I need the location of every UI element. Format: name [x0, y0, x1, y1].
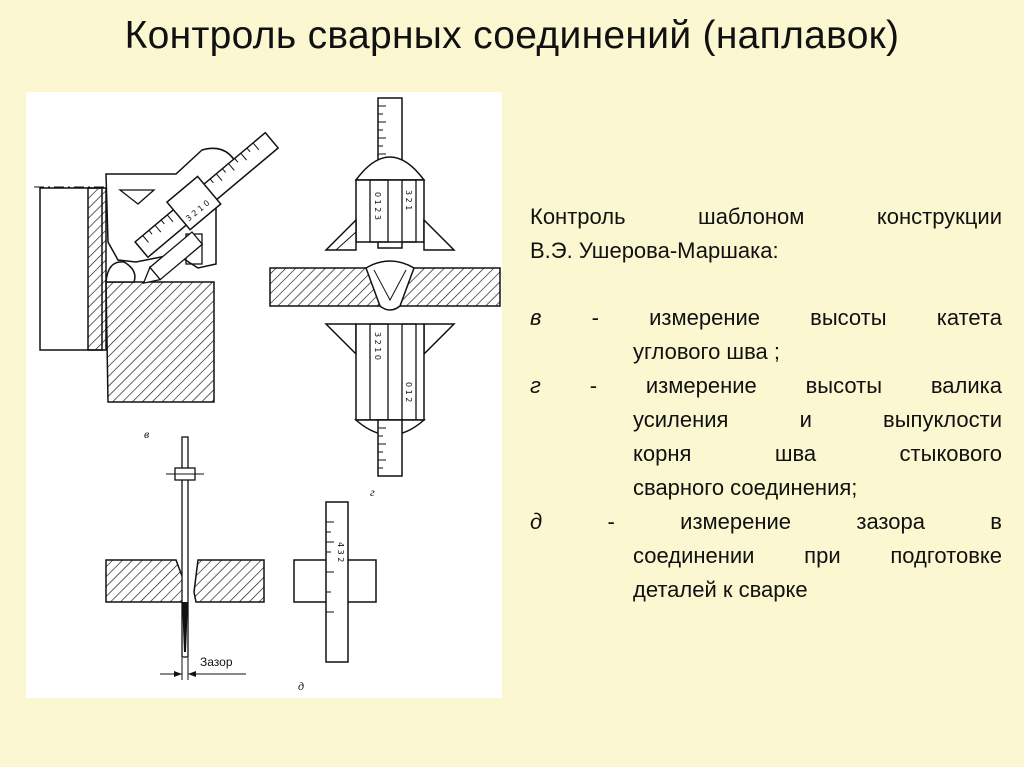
intro-line-2: В.Э. Ушерова-Маршака: [530, 238, 779, 263]
slide-title: Контроль сварных соединений (наплавок) [124, 14, 900, 57]
list-item-d: д - измерение зазора в соединении при по… [530, 505, 1002, 607]
figure-label-d: д [298, 679, 304, 693]
list-item-g: г - измерение высоты валика усиления и в… [530, 369, 1002, 505]
item-continuation: деталей к сварке [633, 577, 808, 602]
gap-label: Зазор [200, 655, 233, 669]
item-continuation: усиления и выпуклости [633, 407, 1002, 432]
figure-label-g: г [370, 485, 375, 499]
bottom-lower-scale-digits: 0 1 2 [404, 382, 413, 402]
figure-d-gap-gauge: Зазор [105, 436, 265, 680]
item-continuation: углового шва ; [633, 339, 780, 364]
item-lead-text: - измерение высоты валика [589, 373, 1002, 398]
d-scale-digits: 4 3 2 [336, 542, 345, 562]
item-continuation: соединении при подготовке [633, 543, 1002, 568]
top-lower-scale-digits: 3 2 1 [404, 190, 413, 210]
item-lead-text: - измерение высоты катета [591, 305, 1002, 330]
item-letter: в [530, 305, 542, 330]
top-scale-digits: 0 1 2 3 [373, 192, 382, 220]
list-item-v: в - измерение высоты катета углового шва… [530, 301, 1002, 369]
measurement-list: в - измерение высоты катета углового шва… [530, 301, 1002, 607]
intro-line-1: Контроль шаблоном конструкции [530, 204, 1002, 229]
item-continuation: корня шва стыкового [633, 441, 1002, 466]
item-letter: г [530, 373, 541, 398]
item-letter: д [530, 509, 543, 534]
figure-label-v: в [144, 427, 149, 441]
item-lead-text: - измерение зазора в [607, 509, 1003, 534]
figure-v-fillet-gauge: 3 2 1 0 в [34, 131, 280, 441]
welding-gauge-figure: 3 2 1 0 в 0 1 2 3 [26, 92, 502, 698]
item-continuation: сварного соединения; [633, 475, 858, 500]
figure-d-feeler-gauge: 4 3 2 д [293, 501, 377, 693]
description-text: Контроль шаблоном конструкции В.Э. Ушеро… [530, 200, 1002, 607]
bottom-upper-scale-digits: 3 2 1 0 [373, 332, 382, 360]
figure-g-butt-gauge: 0 1 2 3 3 2 1 3 2 1 0 0 1 2 [269, 97, 501, 499]
